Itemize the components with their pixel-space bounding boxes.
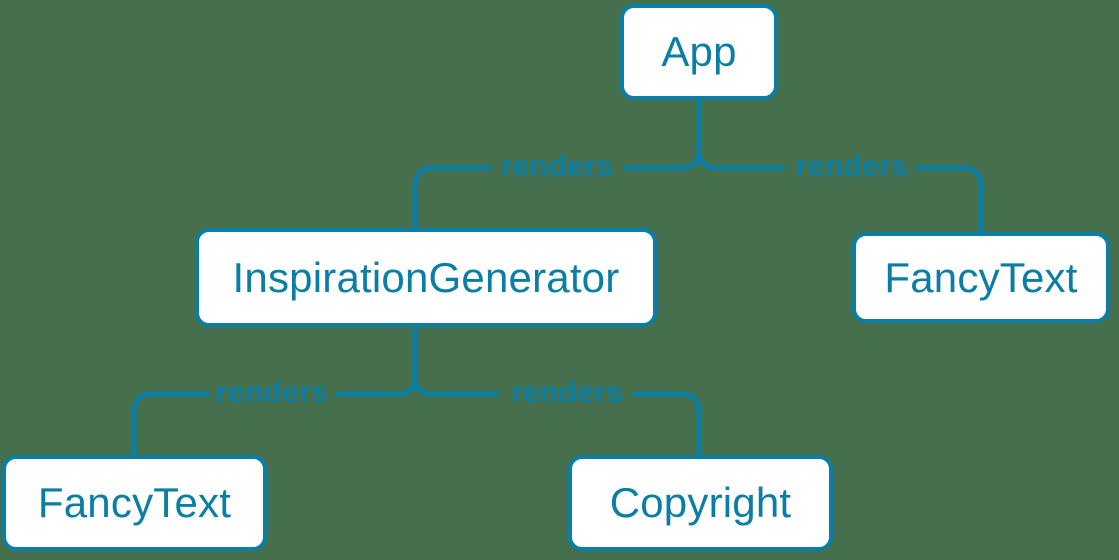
tree-node-fancy-text-top-label: FancyText <box>884 253 1078 301</box>
edge-label-renders-inspiration-copyright: renders <box>510 376 624 409</box>
edge-app-fancy-text <box>696 147 984 235</box>
tree-node-inspiration-generator-label: InspirationGenerator <box>232 253 620 301</box>
edge-inspiration-copyright <box>412 373 702 458</box>
edge-label-renders-app-fancy-text: renders <box>795 150 909 183</box>
tree-node-inspiration-generator: InspirationGenerator <box>195 228 657 327</box>
tree-node-copyright: Copyright <box>568 455 833 551</box>
edge-label-renders-inspiration-fancy-text: renders <box>215 376 329 409</box>
tree-node-app: App <box>620 4 778 100</box>
tree-node-fancy-text-top: FancyText <box>852 232 1110 323</box>
tree-node-app-label: App <box>661 28 737 75</box>
tree-node-copyright-label: Copyright <box>609 479 792 526</box>
tree-node-fancy-text-bottom: FancyText <box>2 455 267 551</box>
tree-node-fancy-text-bottom-label: FancyText <box>37 479 232 526</box>
edge-label-renders-app-inspiration: renders <box>500 150 614 183</box>
